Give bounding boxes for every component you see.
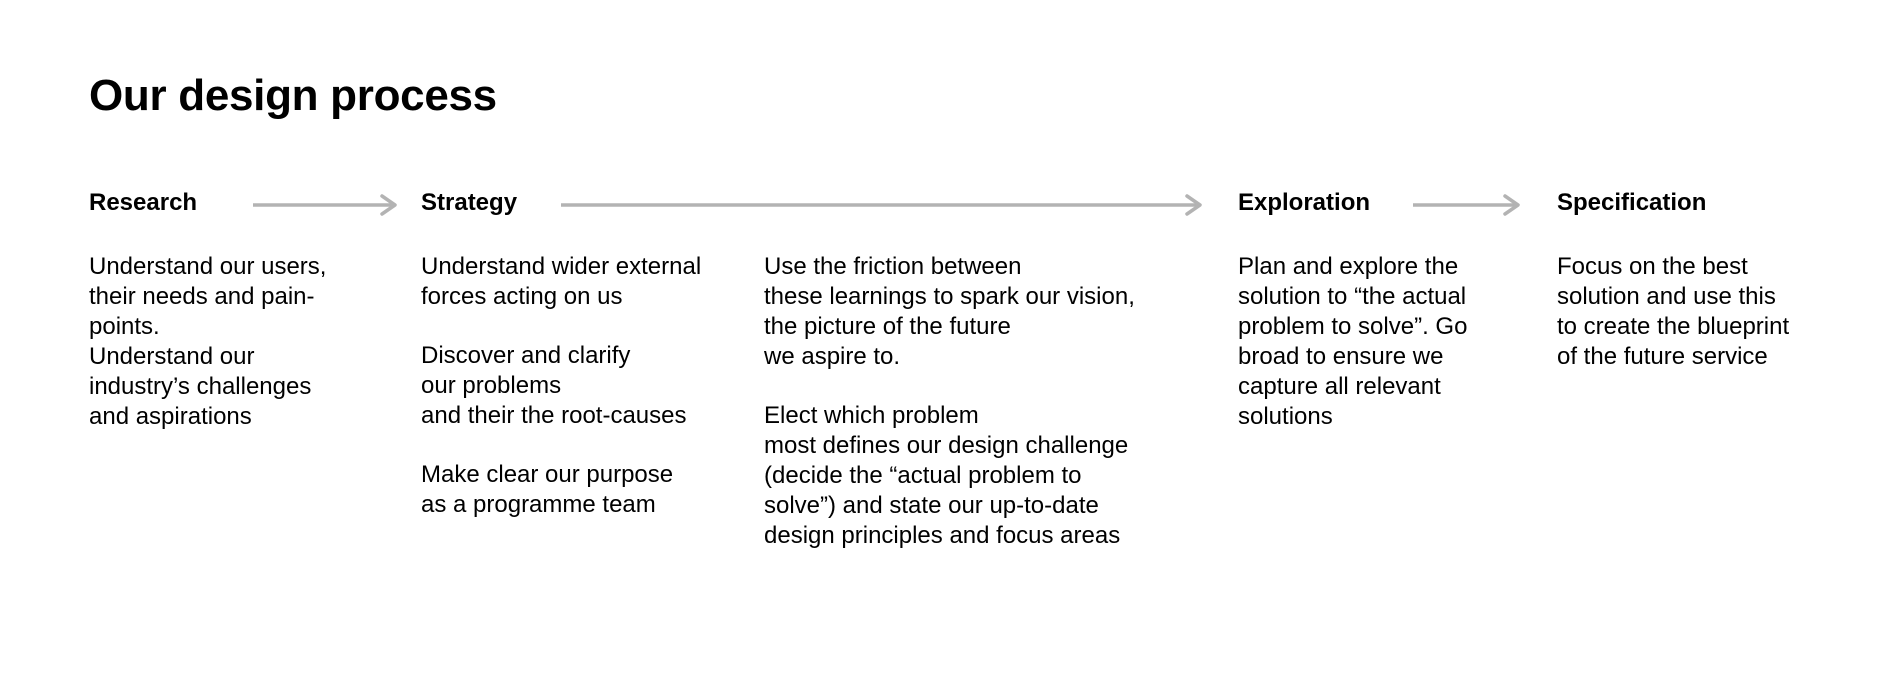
strategy-paragraph-design-challenge: Elect which problem most defines our des… (764, 402, 1129, 549)
strategy-paragraph-problems: Discover and clarify our problems and th… (421, 342, 687, 429)
specification-description: Focus on the best solution and use this … (1557, 253, 1790, 370)
research-description: Understand our users, their needs and pa… (89, 253, 327, 430)
strategy-paragraph-vision: Use the friction between these learnings… (764, 253, 1135, 370)
exploration-description: Plan and explore the solution to “the ac… (1238, 253, 1468, 430)
arrow-research-to-strategy (253, 194, 397, 216)
strategy-paragraph-external-forces: Understand wider external forces acting … (421, 253, 702, 310)
page-title: Our design process (89, 71, 497, 120)
arrow-exploration-to-specification (1413, 194, 1520, 216)
arrow-strategy-to-exploration (561, 194, 1202, 216)
stage-specification-title: Specification (1557, 189, 1707, 216)
stage-exploration-title: Exploration (1238, 189, 1371, 216)
strategy-paragraph-purpose: Make clear our purpose as a programme te… (421, 461, 674, 518)
stage-strategy-title: Strategy (421, 189, 518, 216)
stage-research-title: Research (89, 189, 198, 216)
